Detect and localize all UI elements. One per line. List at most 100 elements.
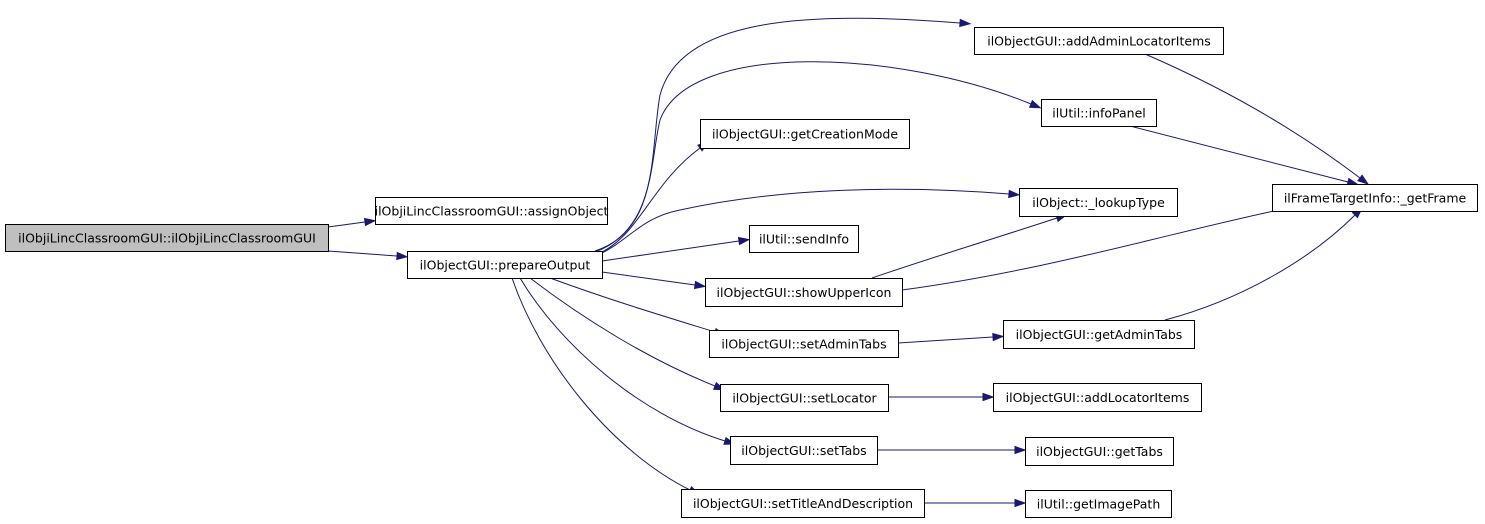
node-label: ilObjectGUI::setLocator [732,391,877,406]
node-box[interactable] [993,383,1202,412]
node-box[interactable] [407,251,603,279]
node-box[interactable] [1272,184,1478,212]
node-showUpperIcon[interactable]: ilObjectGUI::showUpperIcon [705,278,903,307]
edge-line [549,277,716,333]
node-infoPanel[interactable]: ilUtil::infoPanel [1041,99,1157,127]
arrowhead-icon [1028,99,1042,109]
edge-line [327,221,366,228]
node-addLocatorItems[interactable]: ilObjectGUI::addLocatorItems [993,383,1202,412]
edge-line [601,271,696,286]
edge-prepareOutput-to-sendInfo [601,236,751,262]
node-assignObject[interactable]: ilObjiLincClassroomGUI::assignObject [375,197,609,225]
node-box[interactable] [375,197,608,225]
node-getAdminTabs[interactable]: ilObjectGUI::getAdminTabs [1003,320,1195,349]
arrowhead-icon [959,18,972,28]
node-box[interactable] [749,225,859,253]
node-box[interactable] [1025,490,1172,518]
node-label: ilObjiLincClassroomGUI::ilObjiLincClassr… [18,231,316,246]
node-lookupType[interactable]: ilObject::_lookupType [1019,188,1178,217]
arrowhead-icon [396,251,409,261]
node-prepareOutput[interactable]: ilObjectGUI::prepareOutput [407,251,603,279]
edge-line [594,61,1032,253]
edge-prepareOutput-to-lookupType [597,188,1021,256]
node-box[interactable] [730,436,878,465]
edge-line [529,277,716,387]
edge-line [901,207,1289,291]
edges-layer [327,17,1370,508]
node-label: ilUtil::infoPanel [1052,106,1146,121]
edge-showUpperIcon-to-getFrame [901,203,1300,291]
edge-line [511,277,691,491]
edge-addAdminLocatorItems-to-getFrame [1144,53,1370,185]
arrowhead-icon [982,392,995,402]
edge-getAdminTabs-to-getFrame [1164,206,1364,321]
node-getFrame[interactable]: ilFrameTargetInfo::_getFrame [1272,184,1478,212]
edge-infoPanel-to-getFrame [1129,125,1360,186]
nodes-layer: ilObjiLincClassroomGUI::ilObjiLincClassr… [5,27,1478,518]
node-label: ilObjectGUI::addLocatorItems [1006,390,1190,405]
node-label: ilObjiLincClassroomGUI::assignObject [375,204,609,219]
node-box[interactable] [974,27,1224,55]
node-box[interactable] [705,278,903,307]
node-setLocator[interactable]: ilObjectGUI::setLocator [720,384,889,412]
edge-line [597,188,1010,256]
node-label: ilObjectGUI::prepareOutput [420,258,591,273]
edge-line [1164,214,1356,321]
node-setAdminTabs[interactable]: ilObjectGUI::setAdminTabs [709,330,899,358]
node-setTabs[interactable]: ilObjectGUI::setTabs [730,436,878,465]
edge-line [601,240,740,262]
edge-prepareOutput-to-setTabs [519,277,737,445]
node-root[interactable]: ilObjiLincClassroomGUI::ilObjiLincClassr… [5,224,329,252]
node-box[interactable] [709,330,899,358]
node-label: ilFrameTargetInfo::_getFrame [1284,191,1467,206]
edge-line [519,277,726,442]
node-label: ilObjectGUI::getCreationMode [712,127,898,142]
arrowhead-icon [737,236,751,246]
node-getCreationMode[interactable]: ilObjectGUI::getCreationMode [700,119,910,149]
node-box[interactable] [720,384,889,412]
edge-line [897,336,994,344]
edge-setAdminTabs-to-getAdminTabs [897,332,1005,344]
edge-setTitleAndDescription-to-getImagePath [924,498,1027,508]
edge-root-to-assignObject [327,217,377,228]
node-getImagePath[interactable]: ilUtil::getImagePath [1025,490,1172,518]
node-sendInfo[interactable]: ilUtil::sendInfo [749,225,859,253]
node-label: ilObjectGUI::setTabs [741,443,866,458]
node-label: ilUtil::getImagePath [1037,497,1161,512]
edge-line [327,250,398,257]
arrowhead-icon [1014,498,1027,508]
node-label: ilObject::_lookupType [1032,195,1165,210]
edge-setLocator-to-addLocatorItems [888,392,995,402]
node-label: ilObjectGUI::getAdminTabs [1016,327,1183,342]
arrowhead-icon [363,217,377,227]
node-box[interactable] [681,489,925,518]
node-label: ilObjectGUI::showUpperIcon [717,285,892,300]
node-box[interactable] [700,119,910,149]
arrowhead-icon [693,280,707,290]
node-label: ilUtil::sendInfo [759,232,849,247]
node-addAdminLocatorItems[interactable]: ilObjectGUI::addAdminLocatorItems [974,27,1224,55]
arrowhead-icon [1357,174,1370,185]
arrowhead-icon [992,332,1005,342]
node-label: ilObjectGUI::addAdminLocatorItems [987,34,1211,49]
node-box[interactable] [1041,99,1157,127]
edge-prepareOutput-to-setLocator [529,277,726,391]
node-setTitleAndDescription[interactable]: ilObjectGUI::setTitleAndDescription [681,489,925,518]
edge-setTabs-to-getTabs [877,445,1027,455]
edge-prepareOutput-to-infoPanel [594,61,1042,253]
edge-prepareOutput-to-setTitleAndDescription [511,277,701,496]
edge-root-to-prepareOutput [327,250,409,261]
node-box[interactable] [1025,437,1174,466]
node-label: ilObjectGUI::getTabs [1036,444,1163,459]
edge-line [871,217,1058,279]
node-box[interactable] [1003,320,1195,349]
arrowhead-icon [1008,189,1021,199]
arrowhead-icon [1014,445,1027,455]
node-label: ilObjectGUI::setAdminTabs [721,337,886,352]
node-box[interactable] [5,224,329,252]
node-box[interactable] [1019,188,1178,217]
node-label: ilObjectGUI::setTitleAndDescription [693,496,913,511]
edge-line [1129,125,1349,183]
node-getTabs[interactable]: ilObjectGUI::getTabs [1025,437,1174,466]
